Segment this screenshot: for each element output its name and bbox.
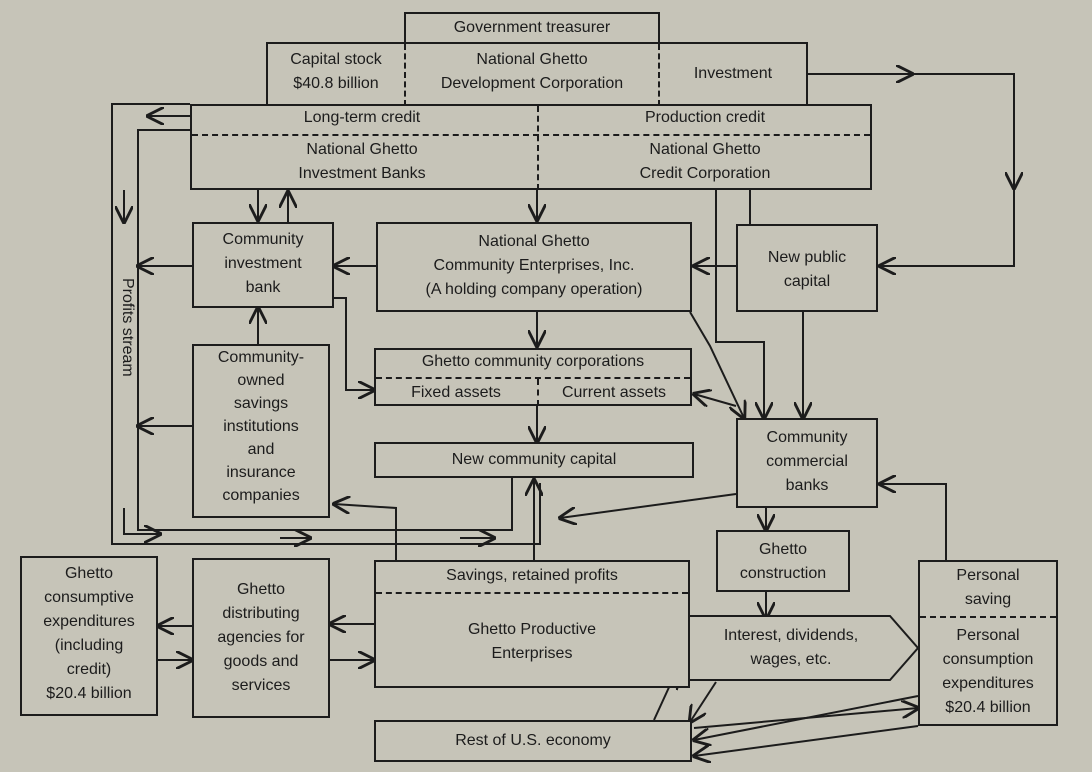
ngdc-label: National Ghetto Development Corporation [440, 51, 624, 92]
capital-stock-label: Capital stock $40.8 billion [290, 51, 382, 92]
rest-of-economy-label: Rest of U.S. economy [455, 732, 611, 749]
long-term-credit-label: Long-term credit [303, 109, 421, 126]
community-enterprises-box [376, 222, 692, 312]
productive-enterprises-dashed-line [376, 592, 688, 594]
government-treasurer-box [404, 12, 660, 44]
banks-vertical-divider [537, 106, 539, 190]
fixed-assets-label: Fixed assets [411, 384, 501, 401]
rest-of-economy-box [374, 720, 692, 762]
productive-enterprises-label: Ghetto Productive Enterprises [467, 621, 597, 662]
new-public-capital-label: New public capital [767, 249, 847, 290]
savings-retained-profits-label: Savings, retained profits [446, 567, 618, 584]
new-public-capital-box [736, 224, 878, 312]
personal-saving-label: Personal saving [956, 567, 1020, 608]
personal-saving-dashed-line [920, 616, 1056, 618]
new-community-capital-label: New community capital [451, 451, 617, 468]
capital-stock-box [266, 42, 808, 106]
personal-saving-box [918, 560, 1058, 726]
ghetto-construction-box [716, 530, 850, 592]
commercial-banks-box [736, 418, 878, 508]
personal-consumption-label: Personal consumption expenditures $20.4 … [942, 627, 1034, 716]
community-enterprises-label: National Ghetto Community Enterprises, I… [425, 233, 643, 298]
community-owned-savings-label: Community- owned savings institutions an… [217, 349, 305, 504]
corporations-dashed-line [376, 377, 690, 379]
interest-dividends-label: Interest, dividends, wages, etc. [723, 627, 859, 668]
productive-enterprises-box [374, 560, 690, 688]
community-investment-bank-box [192, 222, 334, 308]
production-credit-label: Production credit [644, 109, 766, 126]
consumptive-expenditures-label: Ghetto consumptive expenditures (includi… [43, 565, 135, 702]
commercial-banks-label: Community commercial banks [766, 429, 848, 494]
capital-stock-divider [404, 44, 406, 106]
new-community-capital-box [374, 442, 694, 478]
distributing-agencies-box [192, 558, 330, 718]
profits-stream-label: Profits stream [119, 278, 136, 377]
community-owned-savings-box [192, 344, 330, 518]
investment-divider [658, 44, 660, 106]
assets-divider [537, 379, 539, 406]
investment-label: Investment [693, 65, 773, 82]
credit-corporation-label: National Ghetto Credit Corporation [639, 141, 771, 182]
national-ghetto-banks-box [190, 104, 872, 190]
banks-dashed-line [192, 134, 870, 136]
investment-banks-label: National Ghetto Investment Banks [298, 141, 426, 182]
consumptive-expenditures-box [20, 556, 158, 716]
government-treasurer-label: Government treasurer [453, 19, 611, 36]
community-investment-bank-label: Community investment bank [222, 231, 304, 296]
community-corporations-label: Ghetto community corporations [421, 353, 645, 370]
ghetto-construction-label: Ghetto construction [739, 541, 827, 582]
distributing-agencies-label: Ghetto distributing agencies for goods a… [217, 581, 305, 694]
current-assets-label: Current assets [561, 384, 667, 401]
